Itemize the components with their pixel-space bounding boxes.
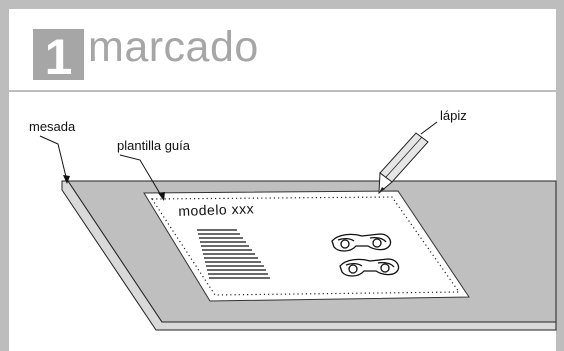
leader-lines (39, 121, 438, 198)
template-model-label: modelo xxx (178, 200, 255, 219)
template-dotted-border (150, 196, 461, 296)
title-divider (9, 90, 556, 92)
glasses-icon (331, 233, 392, 252)
label-lapiz: lápiz (440, 108, 467, 123)
step-title: marcado (88, 23, 259, 71)
label-mesada: mesada (29, 119, 76, 134)
glasses-icon (339, 258, 400, 277)
template-text-block (197, 229, 270, 279)
step-number-badge: 1 (33, 29, 84, 85)
pencil-icon (378, 132, 429, 195)
template-sheet (143, 190, 470, 302)
label-plantilla-guia: plantilla guía (117, 138, 190, 153)
leader-arrowheads (63, 175, 165, 201)
